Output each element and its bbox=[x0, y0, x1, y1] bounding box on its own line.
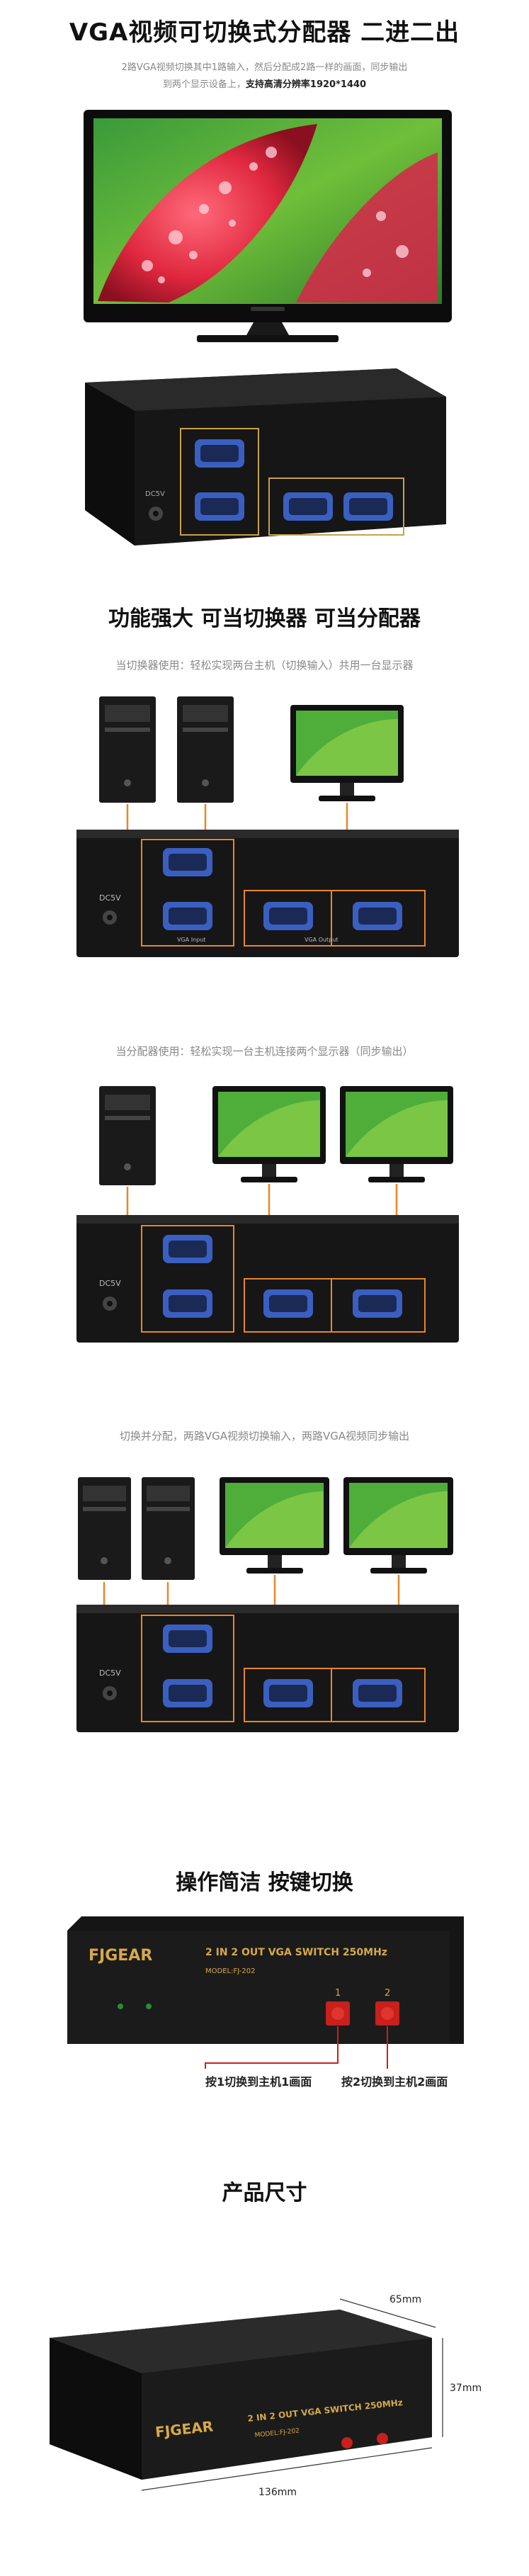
pc-tower-1 bbox=[99, 696, 156, 803]
monitor-1 bbox=[212, 1086, 326, 1182]
dc5v-label: DC5V bbox=[99, 1668, 121, 1678]
width-dimension: 136mm bbox=[258, 2487, 297, 2498]
monitor-2 bbox=[343, 1477, 453, 1574]
header-description-prefix: 到两个显示设备上， bbox=[162, 79, 246, 90]
splitter-mode-caption: 当分配器使用：轻松实现一台主机连接两个显示器（同步输出） bbox=[115, 1045, 414, 1058]
splitter-mode-diagram: DC5V bbox=[76, 1086, 459, 1343]
model-number: MODEL:FJ-202 bbox=[205, 1967, 256, 1975]
button1-description: 按1切换到主机1画面 bbox=[205, 2075, 312, 2089]
dc5v-label: DC5V bbox=[99, 1279, 121, 1288]
monitor-2 bbox=[340, 1086, 453, 1182]
pc-tower-2 bbox=[177, 696, 234, 803]
pc-tower bbox=[99, 1086, 156, 1185]
vga-input-label: VGA Input bbox=[177, 937, 205, 943]
monitor bbox=[290, 705, 404, 801]
tv-display-image bbox=[84, 110, 452, 342]
dc5v-label: DC5V bbox=[145, 490, 165, 498]
model-title: 2 IN 2 OUT VGA SWITCH 250MHz bbox=[205, 1947, 387, 1958]
switch-mode-caption: 当切换器使用：轻松实现两台主机（切换输入）共用一台显示器 bbox=[115, 659, 414, 672]
pc-tower-2 bbox=[142, 1477, 195, 1580]
combo-mode-caption: 切换并分配，两路VGA视频切换输入，两路VGA视频同步输出 bbox=[119, 1430, 410, 1442]
switch-mode-diagram: DC5V VGA Input VGA Output bbox=[76, 696, 459, 957]
brand-logo: FJGEAR bbox=[89, 1947, 152, 1965]
features-title: 功能强大 可当切换器 可当分配器 bbox=[108, 606, 421, 631]
combo-mode-diagram: DC5V bbox=[76, 1477, 459, 1732]
button-callout-lines bbox=[205, 2026, 388, 2069]
button2-description: 按2切换到主机2画面 bbox=[341, 2075, 448, 2089]
depth-dimension: 65mm bbox=[389, 2294, 421, 2305]
button1-number: 1 bbox=[335, 1988, 341, 1999]
height-dimension: 37mm bbox=[450, 2383, 482, 2394]
vga-output-label: VGA Output bbox=[305, 937, 338, 943]
device-dimensions-photo: FJGEAR 2 IN 2 OUT VGA SWITCH 250MHz MODE… bbox=[50, 2294, 482, 2498]
header-description-line1: 2路VGA视频切换其中1路输入，然后分配成2路一样的画面，同步输出 bbox=[121, 62, 408, 73]
header-description-line2: 到两个显示设备上，支持高清分辨率1920*1440 bbox=[0, 77, 529, 90]
operation-title: 操作简洁 按键切换 bbox=[176, 1870, 353, 1895]
resolution-spec: 支持高清分辨率1920*1440 bbox=[245, 79, 367, 90]
dc5v-label: DC5V bbox=[99, 893, 121, 903]
device-rear-photo: DC5V bbox=[85, 368, 446, 546]
device-front-panel: FJGEAR 2 IN 2 OUT VGA SWITCH 250MHz MODE… bbox=[67, 1916, 464, 2044]
pc-tower-1 bbox=[78, 1477, 131, 1580]
page-title: VGA视频可切换式分配器 二进二出 bbox=[69, 18, 460, 47]
monitor-1 bbox=[220, 1477, 329, 1574]
button2-number: 2 bbox=[385, 1988, 390, 1999]
dimensions-title: 产品尺寸 bbox=[222, 2181, 307, 2205]
